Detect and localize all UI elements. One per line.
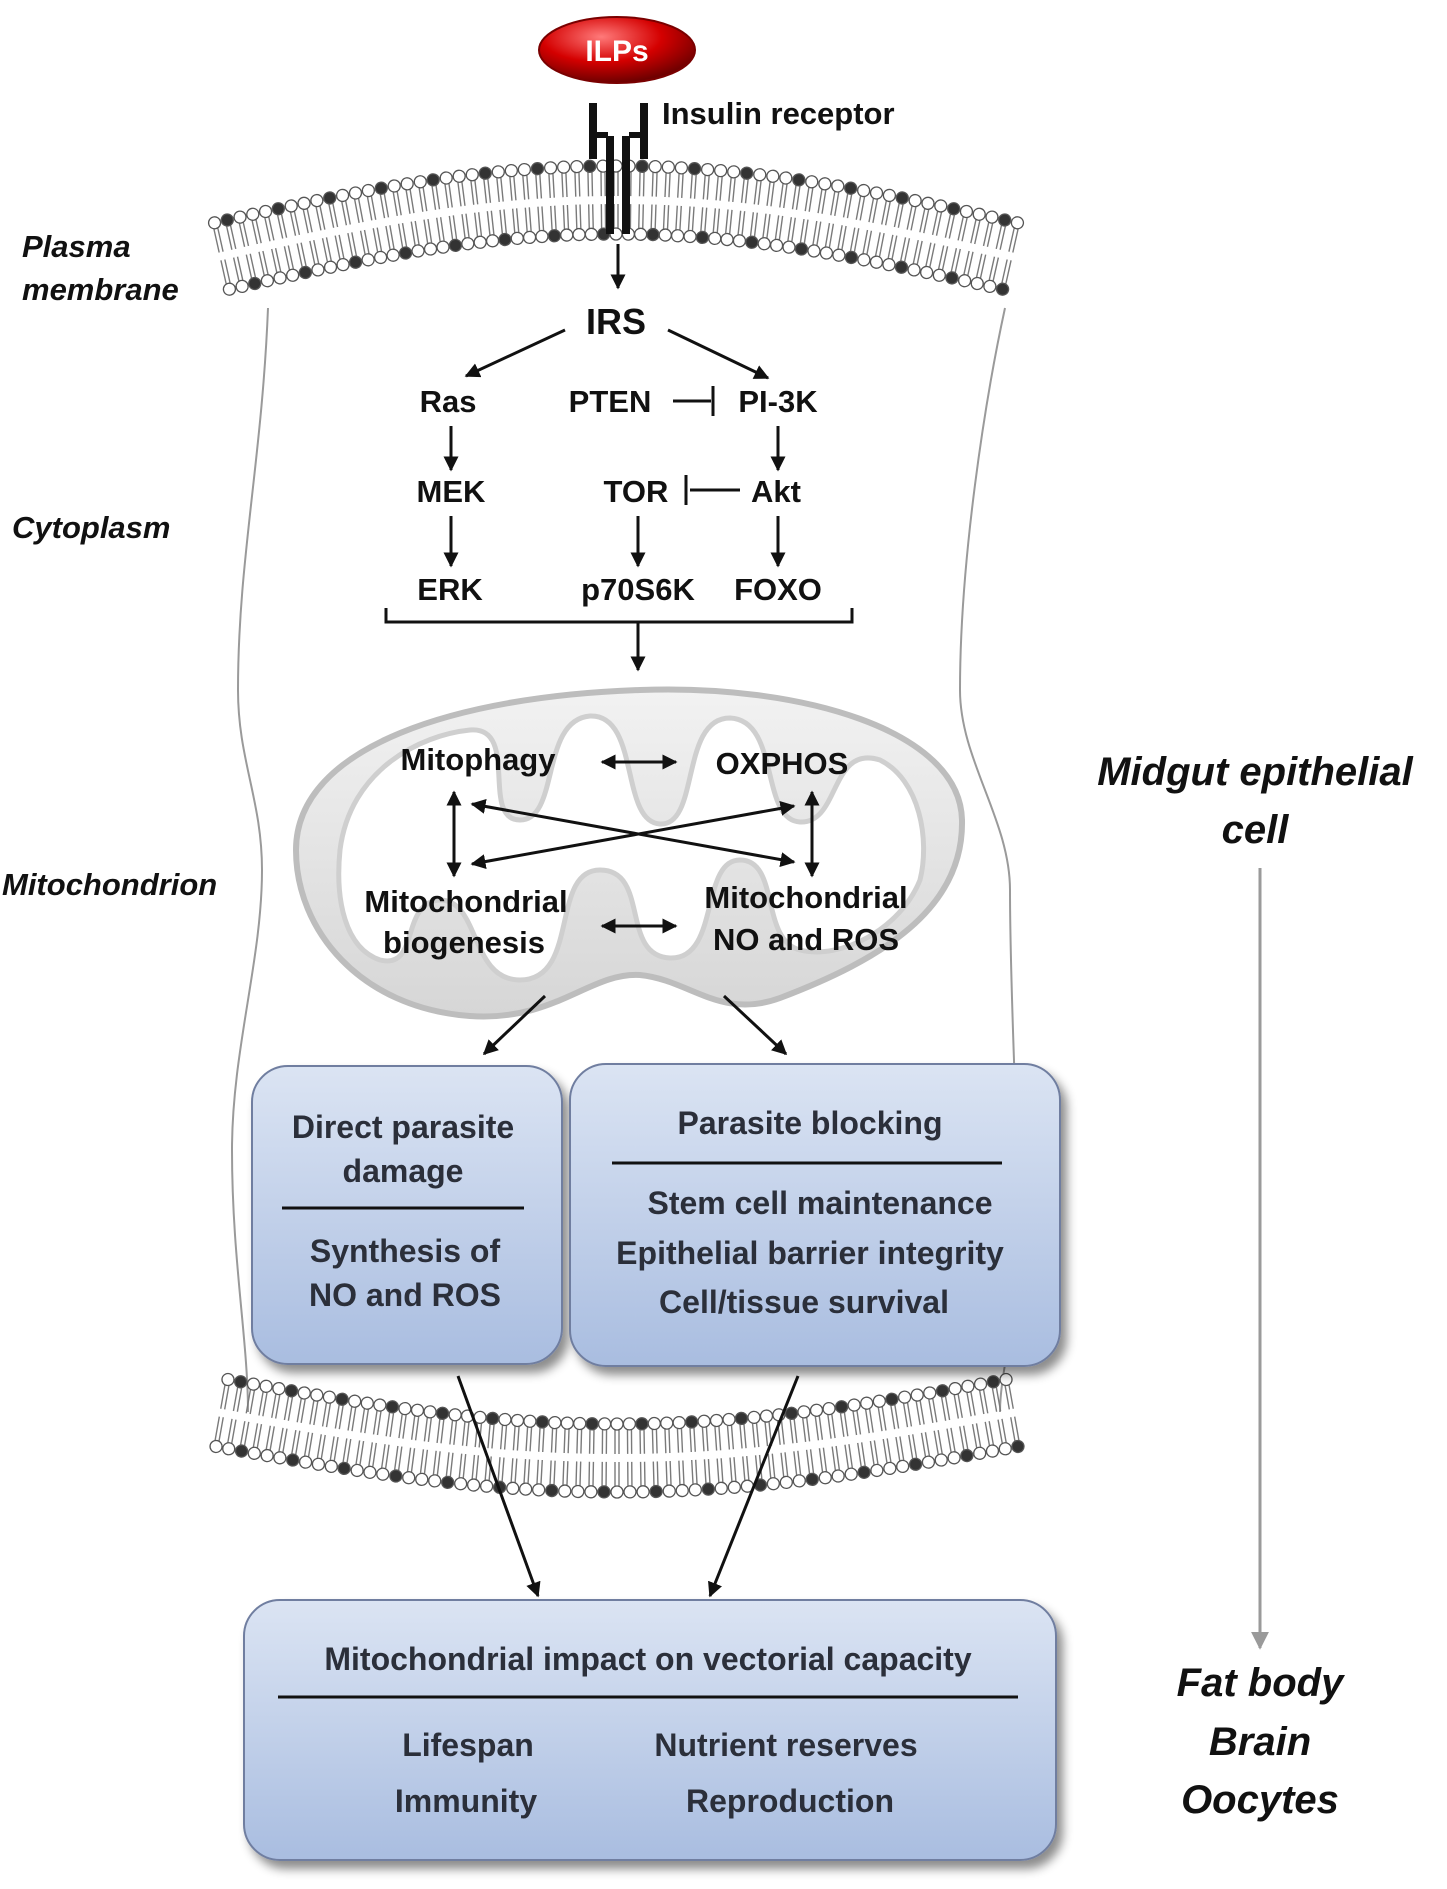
box-right-item-3: Cell/tissue survival xyxy=(659,1284,949,1320)
node-erk: ERK xyxy=(417,572,483,607)
mitochondrion-label: Mitochondrion xyxy=(2,867,217,902)
plasma-membrane-bottom xyxy=(209,1372,1025,1499)
node-akt: Akt xyxy=(751,474,801,509)
cell-label-2: cell xyxy=(1222,808,1290,852)
plasma-membrane-top xyxy=(207,159,1025,296)
tissue-fat-body: Fat body xyxy=(1177,1661,1345,1705)
box-left-title-1: Direct parasite xyxy=(292,1109,514,1145)
mitochondrion-shape xyxy=(292,686,966,1020)
box-right-title: Parasite blocking xyxy=(678,1105,943,1141)
box-left-body-1: Synthesis of xyxy=(310,1233,501,1269)
node-irs: IRS xyxy=(586,301,646,342)
node-biogenesis-2: biogenesis xyxy=(383,925,545,960)
box-right-item-2: Epithelial barrier integrity xyxy=(616,1235,1004,1271)
ilps-ligand xyxy=(538,16,696,84)
box-direct-parasite-damage xyxy=(251,1065,563,1365)
box-bottom-immunity: Immunity xyxy=(395,1783,537,1819)
node-pi3k: PI-3K xyxy=(738,384,818,419)
node-noros-2: NO and ROS xyxy=(713,922,899,957)
box-parasite-blocking xyxy=(569,1063,1061,1367)
cytoplasm-label: Cytoplasm xyxy=(12,510,170,545)
box-left-title-2: damage xyxy=(343,1153,464,1189)
mito-arrows xyxy=(446,754,820,934)
outcome-arrows xyxy=(456,994,800,1598)
node-mek: MEK xyxy=(417,474,487,509)
box-bottom-reproduction: Reproduction xyxy=(686,1783,894,1819)
tissue-brain: Brain xyxy=(1209,1720,1311,1764)
node-foxo: FOXO xyxy=(734,572,822,607)
node-oxphos: OXPHOS xyxy=(716,746,849,781)
box-right-item-1: Stem cell maintenance xyxy=(647,1185,992,1221)
box-bottom-title: Mitochondrial impact on vectorial capaci… xyxy=(324,1641,971,1677)
plasma-membrane-label-2: membrane xyxy=(22,272,179,307)
node-mitophagy: Mitophagy xyxy=(401,742,557,777)
insulin-receptor-label: Insulin receptor xyxy=(662,96,895,131)
box-bottom-nutrient-reserves: Nutrient reserves xyxy=(654,1727,917,1763)
node-biogenesis-1: Mitochondrial xyxy=(364,884,567,919)
box-bottom-lifespan: Lifespan xyxy=(402,1727,534,1763)
cell-label-1: Midgut epithelial xyxy=(1097,750,1413,794)
insulin-receptor-icon xyxy=(589,103,648,234)
box-vectorial-capacity xyxy=(243,1599,1057,1861)
node-tor: TOR xyxy=(604,474,669,509)
node-p70s6k: p70S6K xyxy=(581,572,695,607)
node-pten: PTEN xyxy=(569,384,652,419)
pathway-arrows xyxy=(384,244,854,672)
plasma-membrane-label-1: Plasma xyxy=(22,229,131,264)
ilps-label: ILPs xyxy=(585,35,648,68)
tissue-oocytes: Oocytes xyxy=(1181,1778,1339,1822)
node-ras: Ras xyxy=(420,384,477,419)
box-left-body-2: NO and ROS xyxy=(309,1277,501,1313)
node-noros-1: Mitochondrial xyxy=(704,880,907,915)
